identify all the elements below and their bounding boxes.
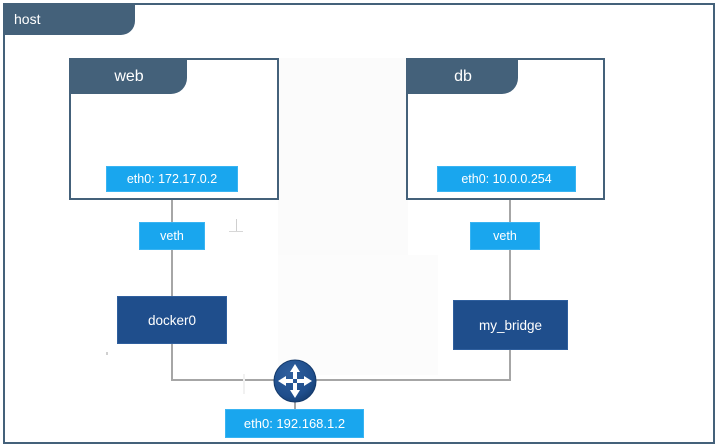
- connector-db-to-veth: [509, 196, 511, 222]
- connector-web-to-veth: [171, 196, 173, 222]
- interior-background-wash-lower: [278, 255, 438, 375]
- container-db-label: db: [408, 60, 518, 94]
- render-artifact-mark: [243, 374, 245, 394]
- connector-docker0-to-bus: [171, 344, 173, 380]
- connector-router-to-host-eth0: [294, 398, 296, 410]
- veth-web[interactable]: veth: [139, 222, 205, 250]
- four-way-arrow-router-icon[interactable]: [272, 358, 318, 404]
- connector-my-bridge-to-bus: [509, 350, 511, 380]
- interface-label-db-eth0[interactable]: eth0: 10.0.0.254: [437, 166, 576, 192]
- container-web-label: web: [71, 60, 187, 94]
- connector-veth-to-docker0: [171, 250, 173, 298]
- render-artifact-mark: [236, 219, 237, 232]
- bridge-docker0[interactable]: docker0: [117, 296, 227, 344]
- render-artifact-mark: [229, 231, 243, 232]
- connector-host-bus: [171, 379, 511, 381]
- interface-label-web-eth0[interactable]: eth0: 172.17.0.2: [106, 166, 238, 192]
- veth-db[interactable]: veth: [470, 222, 540, 250]
- interior-background-wash: [278, 58, 408, 288]
- host-label-tab: host: [3, 3, 135, 35]
- bridge-my-bridge[interactable]: my_bridge: [453, 300, 568, 350]
- connector-veth-to-my-bridge: [509, 250, 511, 302]
- interface-label-host-eth0[interactable]: eth0: 192.168.1.2: [225, 409, 364, 438]
- render-artifact-mark: [106, 352, 108, 355]
- container-web[interactable]: web: [69, 58, 279, 200]
